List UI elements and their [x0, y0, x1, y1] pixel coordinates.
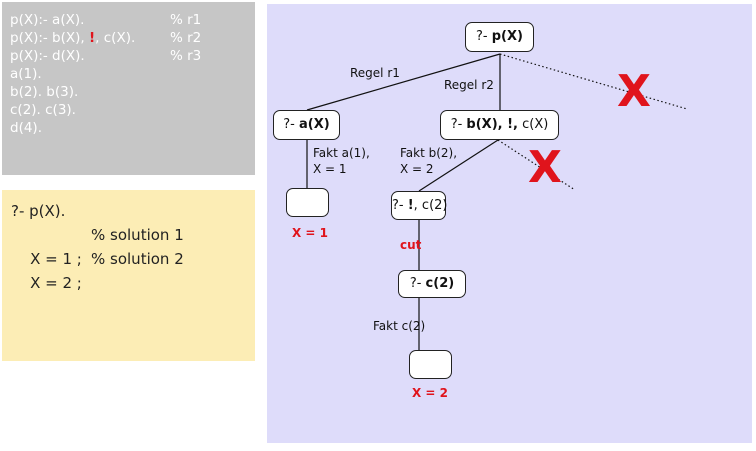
node-b: ?- b(X), !, c(X) — [440, 110, 559, 140]
answer-line-1: X = 1 ; % solution 1 — [11, 223, 255, 268]
clause-text: c(2). c(3). — [10, 102, 76, 118]
node-a: ?- a(X) — [273, 110, 340, 140]
program-panel: p(X):- a(X). % r1 p(X):- b(X), !, c(X). % r… — [2, 2, 255, 175]
edge-b-pruned — [497, 139, 576, 191]
edge-root-r3-pruned — [499, 53, 688, 110]
rule-tag: % r3 — [170, 48, 202, 64]
program-line: p(X):- d(X). % r3 — [10, 47, 255, 65]
program-line: c(2). c(3). — [10, 101, 255, 119]
label-fakt-c: Fakt c(2) — [373, 319, 426, 333]
search-tree: ?- p(X) ?- a(X) ?- b(X), !, c(X) ?- !, c… — [267, 4, 752, 443]
rule-tag: % r2 — [170, 30, 202, 46]
pruned-cross-icon: X — [528, 142, 562, 193]
clause-text: d(4). — [10, 120, 42, 136]
answer-binding: X = 2 ; — [30, 274, 82, 292]
program-line: p(X):- a(X). % r1 — [10, 11, 255, 29]
answer-comment: % solution 1 — [91, 226, 184, 244]
edge-b-cut — [418, 139, 499, 192]
leaf-c — [409, 350, 452, 379]
label-cut: cut — [400, 238, 422, 252]
clause-text: p(X):- a(X). — [10, 12, 85, 28]
clause-text: a(1). — [10, 66, 42, 82]
clause-text-rest: , c(X). — [95, 30, 136, 46]
cut-symbol: ! — [89, 30, 96, 46]
program-line: b(2). b(3). — [10, 83, 255, 101]
node-c: ?- c(2) — [398, 270, 466, 298]
tree-edges — [306, 53, 688, 350]
program-line: p(X):- b(X), !, c(X). % r2 — [10, 29, 255, 47]
clause-text: b(2). b(3). — [10, 84, 79, 100]
result-x1: X = 1 — [292, 226, 329, 240]
label-regel-r2: Regel r2 — [444, 78, 494, 92]
label-fakt-a: Fakt a(1), X = 1 — [313, 146, 370, 176]
answer-binding: X = 1 ; — [30, 250, 82, 268]
root-node: ?- p(X) — [465, 22, 534, 52]
result-x2: X = 2 — [412, 386, 449, 400]
label-regel-r1: Regel r1 — [350, 66, 400, 80]
query-prompt: ?- p(X). — [11, 202, 66, 220]
query-panel: ?- p(X). X = 1 ; % solution 1 X = 2 ; % … — [2, 190, 255, 361]
answer-line-2: X = 2 ; % solution 2 — [11, 247, 255, 292]
node-cut: ?- !, c(2) — [391, 191, 448, 220]
clause-text: p(X):- d(X). — [10, 48, 85, 64]
edge-root-a — [306, 53, 501, 111]
pruned-cross-icon: X — [617, 66, 651, 117]
rule-tag: % r1 — [170, 12, 202, 28]
clause-text: p(X):- b(X), — [10, 30, 89, 46]
program-line: d(4). — [10, 119, 255, 137]
leaf-a — [286, 188, 329, 217]
label-fakt-b: Fakt b(2), X = 2 — [400, 146, 458, 176]
program-line: a(1). — [10, 65, 255, 83]
answer-comment: % solution 2 — [91, 250, 184, 268]
